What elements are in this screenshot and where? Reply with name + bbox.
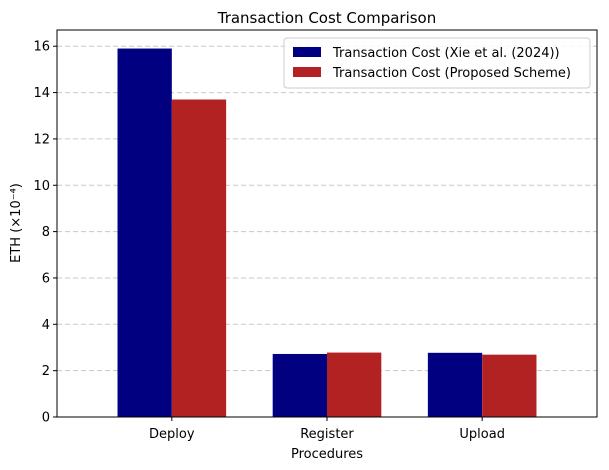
legend-swatch	[293, 67, 321, 77]
y-tick-label: 2	[42, 364, 50, 379]
y-tick-label: 6	[42, 271, 50, 286]
y-tick-label: 16	[33, 40, 50, 55]
y-tick-label: 0	[42, 411, 50, 426]
x-tick-label: Upload	[459, 427, 505, 442]
bar	[327, 352, 382, 417]
y-tick-label: 14	[33, 86, 50, 101]
y-tick-label: 8	[42, 225, 50, 240]
bar	[117, 48, 172, 418]
legend: Transaction Cost (Xie et al. (2024)) Tran…	[283, 37, 591, 89]
legend-box	[283, 37, 591, 89]
x-axis-label: Procedures	[291, 447, 363, 462]
bars	[117, 48, 537, 418]
y-axis: 0 2 4 6 8 10 12 14 16	[33, 40, 57, 426]
bar	[272, 353, 327, 417]
legend-label: Transaction Cost (Proposed Scheme)	[332, 66, 571, 81]
x-axis: Deploy Register Upload	[149, 417, 505, 442]
x-tick-label: Deploy	[149, 427, 195, 442]
y-tick-label: 12	[33, 132, 50, 147]
bar	[482, 354, 537, 417]
y-axis-label: ETH (×10⁻⁴)	[9, 183, 24, 263]
bar	[171, 99, 227, 417]
bar	[427, 352, 483, 417]
x-tick-label: Register	[300, 427, 354, 442]
chart-title: Transaction Cost Comparison	[217, 9, 437, 27]
legend-swatch	[293, 47, 321, 57]
y-tick-label: 4	[42, 318, 50, 333]
legend-label: Transaction Cost (Xie et al. (2024))	[332, 46, 560, 61]
y-tick-label: 10	[33, 179, 50, 194]
